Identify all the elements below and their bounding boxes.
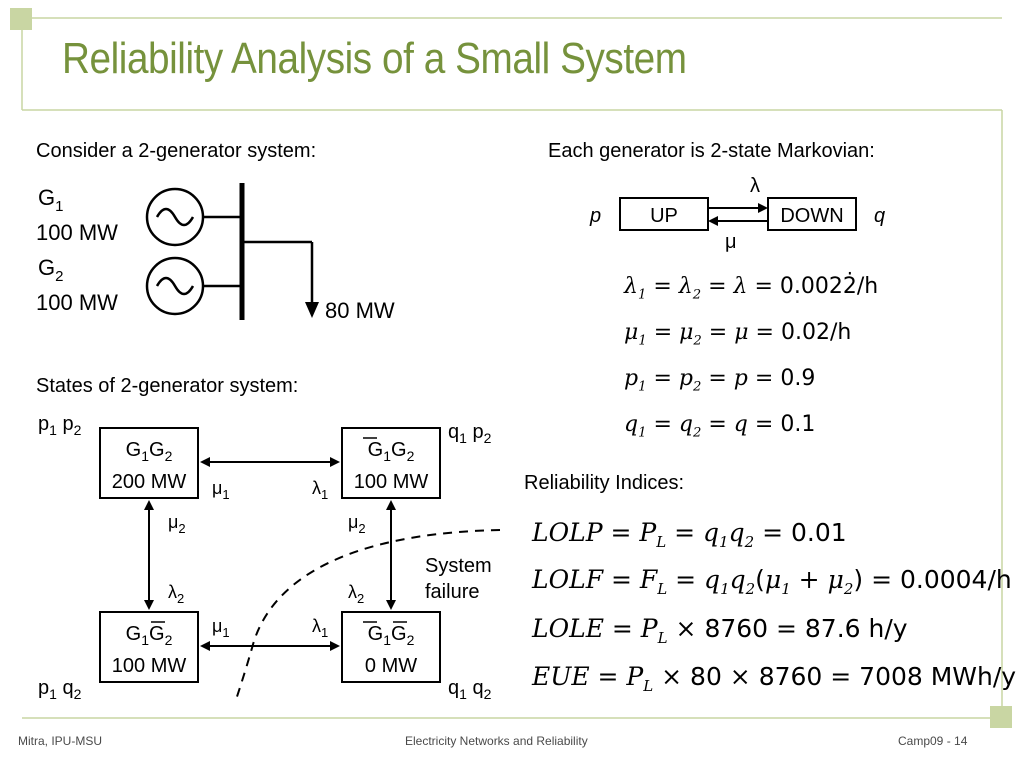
mu-equation: μ1 = μ2 = μ = 0.02/h <box>624 320 852 349</box>
state-1-box <box>99 427 199 499</box>
lolf-equation: LOLF = FL = q1q2(μ1 + μ2) = 0.0004/h <box>532 565 1012 598</box>
state-space-diagram: p1 p2 q1 p2 p1 q2 q1 q2 G1G2 200 MW G1G2… <box>38 413 501 702</box>
up-state-label: UP <box>650 205 678 227</box>
state-2-probability: q1 p2 <box>448 421 492 446</box>
failure-label-line-2: failure <box>425 581 479 603</box>
page-title: Reliability Analysis of a Small System <box>62 34 687 83</box>
g2-rating: 100 MW <box>36 290 118 315</box>
footer-course: Electricity Networks and Reliability <box>405 734 588 748</box>
footer-slide-number: Camp09 - 14 <box>898 734 968 748</box>
q-equation: q1 = q2 = q = 0.1 <box>624 412 816 441</box>
state-3-probability: p1 q2 <box>38 677 82 702</box>
top-lambda1-label: λ1 <box>312 478 328 502</box>
up-state-box <box>619 197 709 231</box>
state-3-box <box>99 611 199 683</box>
lole-equation: LOLE = PL × 8760 = 87.6 h/y <box>532 614 908 647</box>
state-2-capacity: 100 MW <box>354 471 429 493</box>
state-1-probability: p1 p2 <box>38 413 82 438</box>
state-1-capacity: 200 MW <box>112 471 187 493</box>
g1-rating: 100 MW <box>36 220 118 245</box>
mu-label: μ <box>725 231 737 253</box>
reliability-indices-heading: Reliability Indices: <box>524 472 685 494</box>
states-heading: States of 2-generator system: <box>36 375 299 397</box>
left-lambda2-label: λ2 <box>168 582 184 606</box>
lambda-label: λ <box>750 175 760 197</box>
bottom-mu1-label: μ1 <box>212 616 230 640</box>
down-state-box <box>767 197 857 231</box>
failure-label-line-1: System <box>425 555 492 577</box>
right-mu2-label: μ2 <box>348 512 366 536</box>
bottom-lambda1-label: λ1 <box>312 616 328 640</box>
failure-boundary-curve <box>235 529 501 701</box>
generator-one-line-diagram: G1 100 MW G2 100 MW 80 MW <box>36 183 395 323</box>
left-mu2-label: μ2 <box>168 512 186 536</box>
svg-text:G1G2: G1G2 <box>368 439 415 464</box>
p-equation: p1 = p2 = p = 0.9 <box>624 366 816 395</box>
top-mu1-label: μ1 <box>212 478 230 502</box>
g1-label: G1 <box>38 185 63 215</box>
generator-system-heading: Consider a 2-generator system: <box>36 140 317 162</box>
right-lambda2-label: λ2 <box>348 582 364 606</box>
markov-heading: Each generator is 2-state Markovian: <box>548 140 875 162</box>
g2-label: G2 <box>38 255 63 285</box>
state-3-capacity: 100 MW <box>112 655 187 677</box>
state-4-capacity: 0 MW <box>365 655 417 677</box>
load-value: 80 MW <box>325 298 395 323</box>
lambda-equation: λ1 = λ2 = λ = 0.0022̇/h <box>624 274 879 303</box>
corner-square-top-left <box>10 8 32 30</box>
state-4-probability: q1 q2 <box>448 677 492 702</box>
eue-equation: EUE = PL × 80 × 8760 = 7008 MWh/y <box>532 662 1017 695</box>
q-label: q <box>874 205 885 227</box>
state-4-box <box>341 611 441 683</box>
state-2-box <box>341 427 441 499</box>
corner-square-bottom-right <box>990 706 1012 728</box>
footer-author: Mitra, IPU-MSU <box>18 734 102 748</box>
down-state-label: DOWN <box>780 205 843 227</box>
p-label: p <box>589 205 601 227</box>
markov-two-state-diagram: p UP DOWN q λ μ <box>589 175 885 253</box>
lolp-equation: LOLP = PL = q1q2 = 0.01 <box>532 518 847 551</box>
